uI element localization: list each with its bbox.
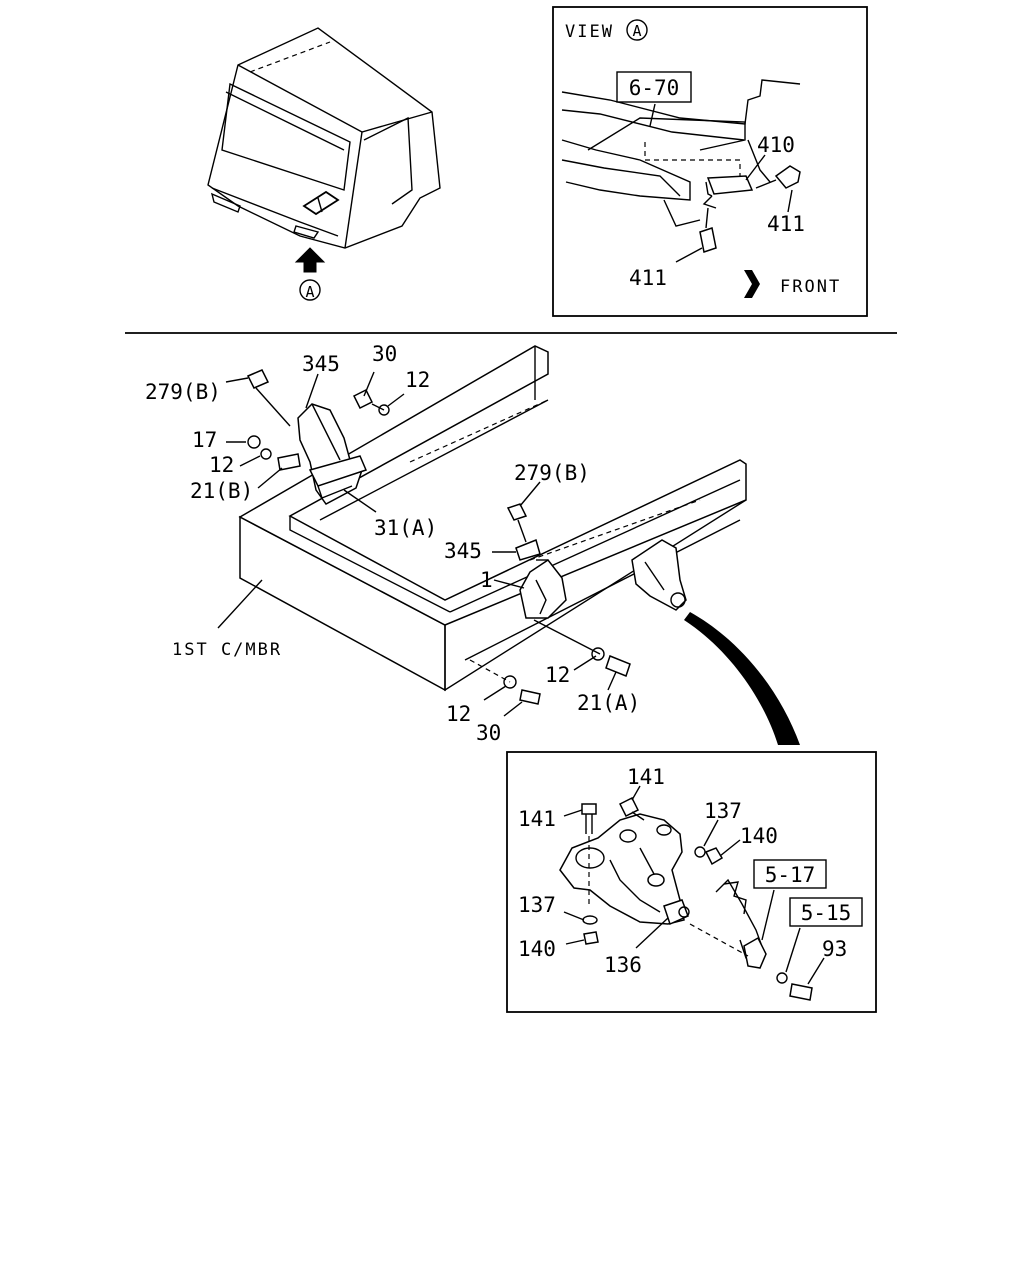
view-a-inset: VIEW A 6-70 410 411 411 FRONT <box>552 6 868 317</box>
part-label-279b-mid: 279(B) <box>514 461 590 485</box>
ref-label-5-17: 5-17 <box>765 863 816 887</box>
detail-inset: 5-17 5-15 141 141 137 140 137 140 136 93 <box>506 751 877 1013</box>
ref-box-5-15 <box>789 897 863 927</box>
part-label-12-mid: 12 <box>545 663 570 687</box>
view-a-marker-circle <box>626 19 648 41</box>
part-label-30-top: 30 <box>372 342 397 366</box>
view-marker-letter: A <box>305 283 314 301</box>
view-a-title: VIEW <box>565 22 614 42</box>
frame-assembly: 279(B) 345 30 12 17 12 21(B) 31(A) 279(B… <box>145 342 800 745</box>
part-label-141-left: 141 <box>518 807 556 831</box>
view-a-marker-letter: A <box>632 22 641 40</box>
part-label-345-mid: 345 <box>444 539 482 563</box>
part-label-141-top: 141 <box>627 765 665 789</box>
part-label-345-top: 345 <box>302 352 340 376</box>
view-arrow-icon <box>294 247 326 273</box>
ref-box-5-17 <box>753 859 827 889</box>
view-a-frame <box>552 6 868 317</box>
ref-label-5-15: 5-15 <box>801 901 852 925</box>
part-label-93: 93 <box>822 937 847 961</box>
part-label-12-top: 12 <box>405 368 430 392</box>
part-label-140-top: 140 <box>740 824 778 848</box>
part-label-17: 17 <box>192 428 217 452</box>
part-label-279b-left: 279(B) <box>145 380 221 404</box>
detail-frame <box>506 751 877 1013</box>
part-label-12-bottom: 12 <box>446 702 471 726</box>
part-label-21a: 21(A) <box>577 691 640 715</box>
ref-box-6-70 <box>616 71 692 103</box>
front-arrow-icon <box>744 270 760 298</box>
part-label-410: 410 <box>757 133 795 157</box>
part-label-12-left: 12 <box>209 453 234 477</box>
detail-pointer-arrow <box>684 612 800 745</box>
cab-illustration: A <box>207 27 441 301</box>
part-label-136: 136 <box>604 953 642 977</box>
view-marker-circle <box>299 279 321 301</box>
front-label: FRONT <box>780 277 841 297</box>
part-label-140-bottom: 140 <box>518 937 556 961</box>
ref-label-6-70: 6-70 <box>629 76 680 100</box>
part-label-30-bottom: 30 <box>476 721 501 745</box>
part-label-137-top: 137 <box>704 799 742 823</box>
part-label-1: 1 <box>480 568 493 592</box>
part-label-411-bottom: 411 <box>629 266 667 290</box>
part-label-411-right: 411 <box>767 212 805 236</box>
cross-member-label: 1ST C/MBR <box>172 640 282 660</box>
part-label-31a: 31(A) <box>374 516 437 540</box>
part-label-137-bottom: 137 <box>518 893 556 917</box>
part-label-21b: 21(B) <box>190 479 253 503</box>
